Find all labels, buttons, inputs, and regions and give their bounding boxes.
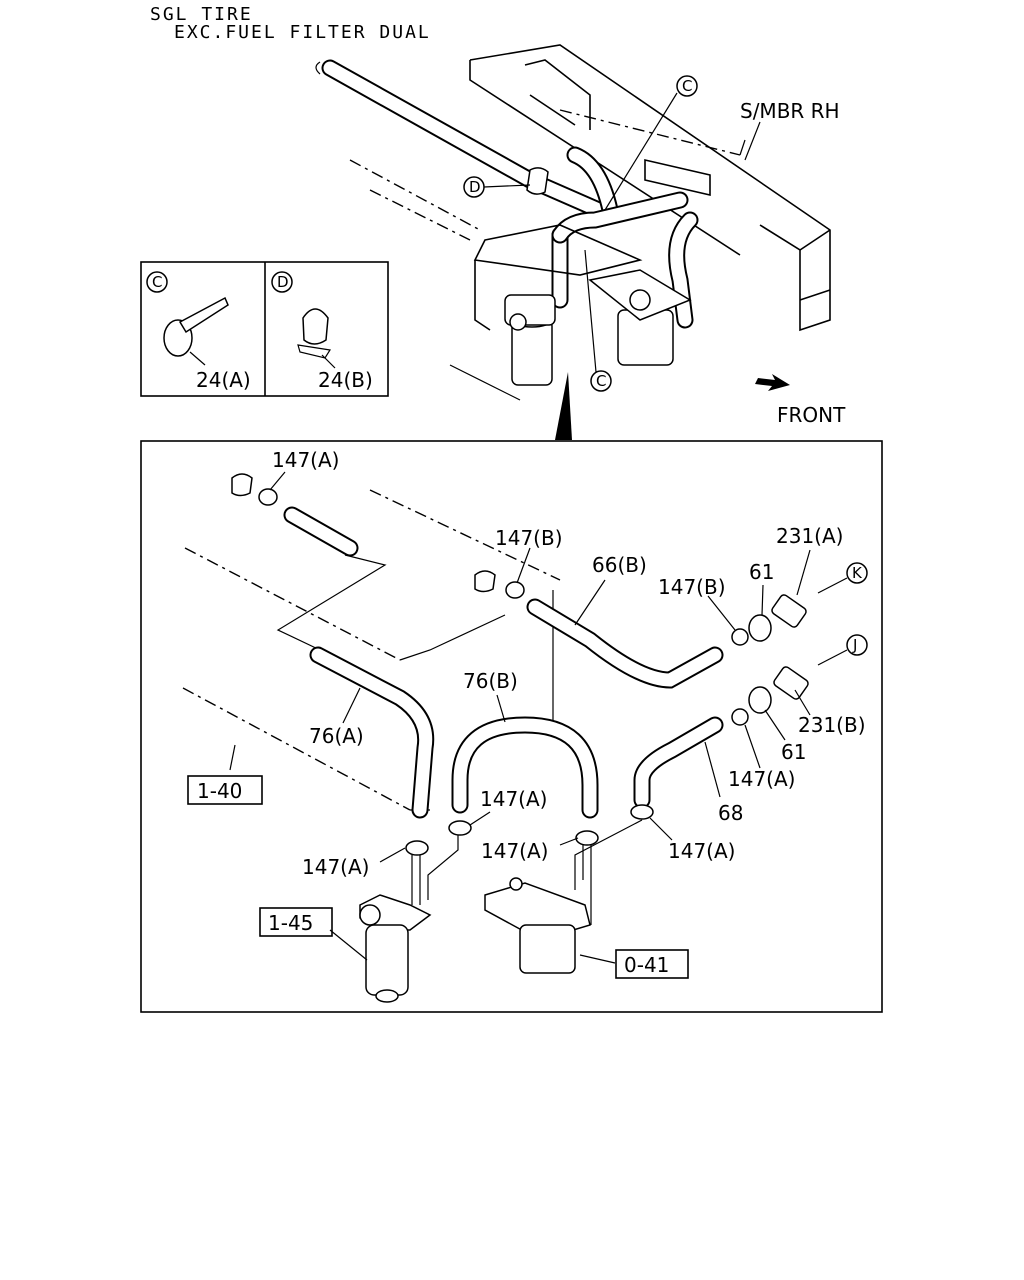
frame-label: S/MBR RH: [740, 99, 840, 123]
callout-d-letter: D: [469, 178, 481, 196]
label-147a-mid: 147(A): [481, 839, 548, 863]
inset-box: C D: [140, 261, 389, 397]
label-147a-left: 147(A): [302, 855, 369, 879]
label-231a: 231(A): [776, 524, 843, 548]
detail-box: [140, 440, 883, 1013]
detail-illustration: K J: [182, 471, 868, 1003]
label-61-bottom: 61: [781, 740, 806, 764]
inset-d-letter: D: [277, 273, 289, 291]
connector-j-letter: J: [852, 636, 857, 654]
ref-1-40: 1-40: [197, 779, 242, 803]
connector-k-letter: K: [852, 564, 863, 582]
callout-c-bottom: [590, 370, 612, 392]
callout-d: [463, 176, 485, 198]
label-147a-top: 147(A): [272, 448, 339, 472]
label-147b-right: 147(B): [658, 575, 726, 599]
label-231b: 231(B): [798, 713, 866, 737]
callout-c-top: [676, 75, 698, 97]
callout-c-bottom-letter: C: [596, 372, 606, 390]
inset-d-part: 24(B): [318, 368, 373, 392]
ref-1-45: 1-45: [268, 911, 313, 935]
label-61-top: 61: [749, 560, 774, 584]
inset-c-part: 24(A): [196, 368, 251, 392]
label-147a-right: 147(A): [728, 767, 795, 791]
overview-illustration: C C D: [315, 44, 831, 440]
front-label: FRONT: [777, 403, 846, 427]
label-147b-mid: 147(B): [495, 526, 563, 550]
inset-c-letter: C: [152, 273, 162, 291]
label-147a-center: 147(A): [480, 787, 547, 811]
label-66b: 66(B): [592, 553, 647, 577]
ref-0-41: 0-41: [624, 953, 669, 977]
header-line-1: SGL TIRE: [150, 4, 253, 25]
label-76b: 76(B): [463, 669, 518, 693]
callout-c-top-letter: C: [682, 77, 692, 95]
clip-icon: [302, 308, 329, 345]
label-76a: 76(A): [309, 724, 364, 748]
label-68: 68: [718, 801, 743, 825]
header-line-2: EXC.FUEL FILTER DUAL: [174, 22, 431, 43]
label-147a-far-right: 147(A): [668, 839, 735, 863]
